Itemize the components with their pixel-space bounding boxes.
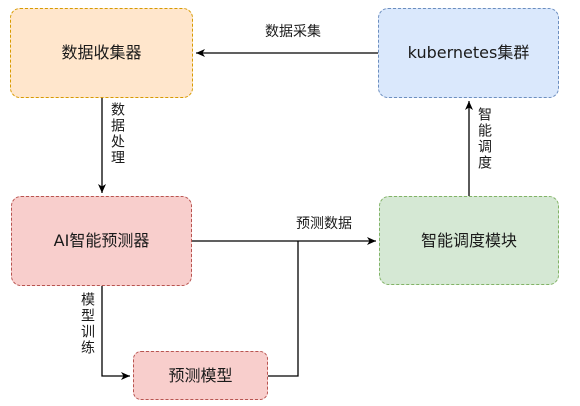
edge-model-output [268, 241, 299, 377]
edge-label-collect: 数据采集 [265, 24, 321, 41]
edge-label-schedule: 智能调度 [476, 107, 492, 171]
smart-scheduler-label: 智能调度模块 [420, 230, 517, 250]
edge-label-predict-data: 预测数据 [296, 216, 352, 232]
edge-label-training: 模型训练 [79, 292, 95, 356]
data-collector-node[interactable]: 数据收集器 [10, 8, 193, 98]
prediction-model-label: 预测模型 [168, 365, 233, 385]
ai-predictor-label: AI智能预测器 [53, 231, 150, 251]
kubernetes-cluster-node[interactable]: kubernetes集群 [378, 8, 559, 98]
kubernetes-cluster-label: kubernetes集群 [407, 43, 530, 63]
data-collector-label: 数据收集器 [61, 43, 142, 63]
edge-label-processing: 数据处理 [109, 102, 125, 166]
smart-scheduler-node[interactable]: 智能调度模块 [379, 196, 559, 285]
ai-predictor-node[interactable]: AI智能预测器 [11, 196, 192, 286]
edge-training [101, 286, 130, 380]
prediction-model-node[interactable]: 预测模型 [133, 351, 268, 400]
